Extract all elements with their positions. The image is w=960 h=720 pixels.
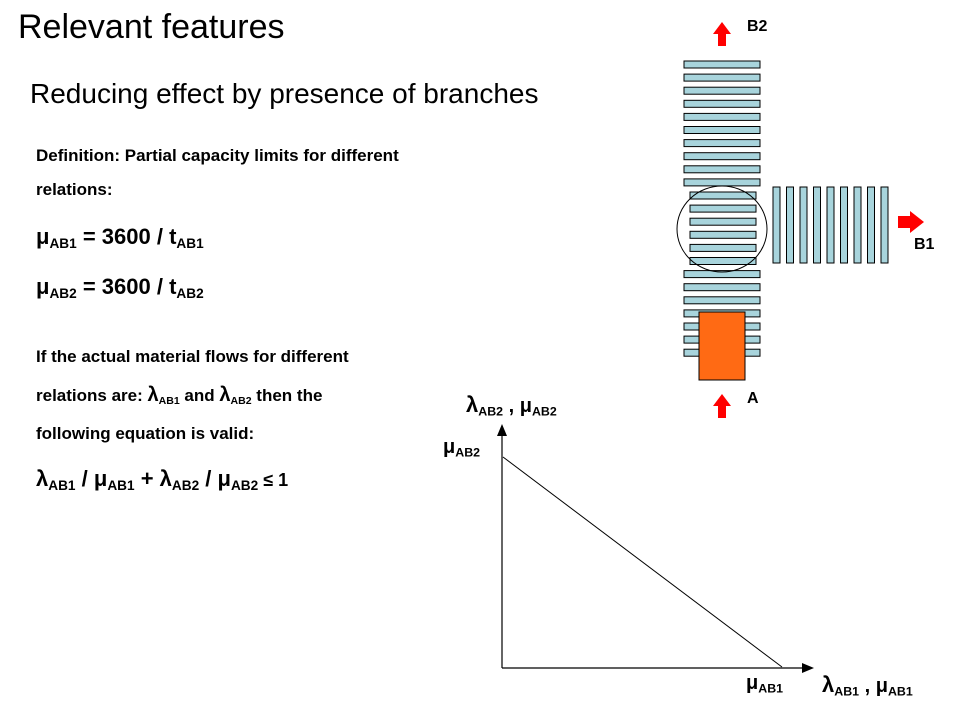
graph-y-arrow-icon [497,424,507,436]
horizontal-roller [772,186,781,264]
junction-circle [676,185,768,273]
label-b2: B2 [747,18,768,35]
horizontal-roller [880,186,889,264]
arrow-up-a-icon [713,394,731,418]
horizontal-roller [826,186,835,264]
slide-title: Relevant features [18,8,285,46]
vertical-roller [683,112,761,121]
label-a: A [747,390,759,407]
flows-line-2: relations are: λAB1 and λAB2 then the [36,384,323,407]
vertical-roller [689,230,757,239]
graph-x-arrow-icon [802,663,814,673]
vertical-roller [683,126,761,134]
arrow-up-b2-icon [713,22,731,46]
vertical-roller [683,152,761,161]
vertical-roller [689,191,757,200]
horizontal-roller [853,186,862,264]
capacity-limit-line [502,456,783,668]
vertical-roller [683,60,761,69]
horizontal-conveyor-rollers [772,186,889,264]
formula-mu-ab1: μAB1 = 3600 / tAB1 [36,224,204,251]
vertical-roller [689,257,757,265]
horizontal-roller [786,186,794,264]
vertical-roller [689,243,757,252]
vertical-roller [683,99,761,108]
vertical-roller [683,139,761,148]
label-b1: B1 [914,236,935,253]
formula-mu-ab2: μAB2 = 3600 / tAB2 [36,274,204,301]
vertical-roller [689,217,757,226]
arrow-right-b1-icon [898,211,924,233]
flows-line-1: If the actual material flows for differe… [36,347,349,366]
vertical-roller [683,73,761,82]
vertical-roller [683,283,761,292]
graph-y-intercept-label: μAB2 [443,436,481,460]
horizontal-roller [799,186,808,264]
definition-line-2: relations: [36,180,113,199]
graph-x-axis-label: λAB1 , μAB1 [822,672,913,699]
horizontal-roller [813,186,821,264]
vertical-roller [683,86,761,95]
vertical-roller [683,270,761,279]
slide-subtitle: Reducing effect by presence of branches [30,78,539,109]
vertical-roller [683,165,761,174]
horizontal-roller [840,186,848,264]
transport-unit [698,311,746,381]
graph-y-axis-label: λAB2 , μAB2 [466,392,557,419]
vertical-roller [683,296,761,305]
definition-line-1: Definition: Partial capacity limits for … [36,146,399,165]
flows-line-3: following equation is valid: [36,424,255,443]
vertical-roller [683,178,761,187]
horizontal-roller [867,186,875,264]
vertical-roller [689,204,757,213]
graph-x-intercept-label: μAB1 [746,672,784,696]
capacity-inequality: λAB1 / μAB1 + λAB2 / μAB2 ≤ 1 [36,466,289,493]
